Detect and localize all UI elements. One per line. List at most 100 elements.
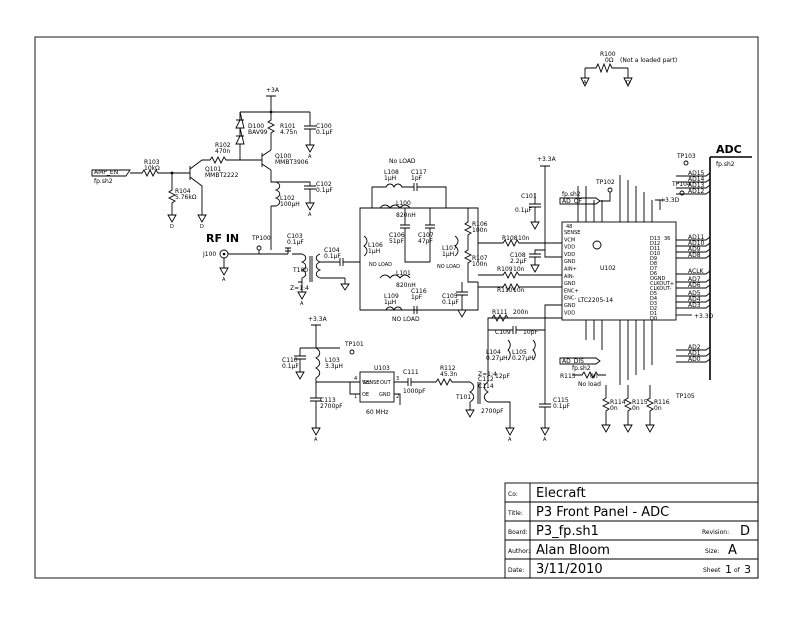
svg-text:L106: L106 bbox=[368, 242, 383, 249]
svg-text:BAV99: BAV99 bbox=[248, 129, 268, 136]
pull-resistor bbox=[645, 385, 655, 433]
svg-text:No load: No load bbox=[578, 381, 601, 388]
svg-text:0.1µF: 0.1µF bbox=[442, 299, 459, 306]
svg-text:Z=1:4: Z=1:4 bbox=[290, 285, 309, 292]
svg-text:+3.3D: +3.3D bbox=[660, 197, 680, 204]
svg-text:2700pF: 2700pF bbox=[481, 408, 504, 415]
pull-resistor bbox=[623, 385, 633, 433]
u102-ref: U102 bbox=[600, 265, 616, 272]
r100-ref: R100 bbox=[600, 51, 616, 58]
svg-text:0n: 0n bbox=[590, 373, 598, 380]
tb-board: P3_fp.sh1 bbox=[536, 524, 599, 539]
svg-text:A: A bbox=[543, 437, 547, 443]
adc-bus-line bbox=[676, 236, 711, 241]
svg-text:NO LOAD: NO LOAD bbox=[392, 316, 420, 323]
svg-text:C115: C115 bbox=[553, 397, 569, 404]
amp-en-port-flag bbox=[91, 169, 131, 177]
svg-text:1µH: 1µH bbox=[384, 175, 396, 182]
adc-bus-signal-label: AD8 bbox=[688, 252, 701, 259]
pull-resistor-ref: R114 bbox=[610, 399, 626, 406]
adc-bus-signal-label: AD11 bbox=[688, 234, 705, 241]
svg-text:5.76kΩ: 5.76kΩ bbox=[175, 194, 197, 201]
svg-text:OE: OE bbox=[362, 392, 369, 398]
u102-inner-pin-label: D3 bbox=[650, 301, 657, 307]
tb-date: 3/11/2010 bbox=[536, 562, 603, 577]
u102-left-pin-label: ENC- bbox=[564, 296, 576, 302]
svg-text:Vcc: Vcc bbox=[362, 380, 371, 386]
svg-text:C102: C102 bbox=[316, 181, 332, 188]
net-3a: +3A bbox=[266, 87, 280, 94]
tb-revision: D bbox=[740, 524, 750, 539]
svg-text:D: D bbox=[626, 80, 630, 86]
u102-body bbox=[561, 221, 677, 321]
svg-text:100n: 100n bbox=[472, 227, 487, 234]
svg-text:C108: C108 bbox=[510, 252, 526, 259]
sheet-border bbox=[34, 36, 759, 579]
svg-text:R108: R108 bbox=[502, 235, 518, 242]
svg-text:T100: T100 bbox=[292, 267, 308, 274]
svg-text:1µH: 1µH bbox=[384, 299, 396, 306]
adc-bus-signal-label: AD15 bbox=[688, 170, 705, 177]
svg-text:L104: L104 bbox=[486, 349, 501, 356]
svg-text:C116: C116 bbox=[411, 288, 427, 295]
svg-text:SENSE: SENSE bbox=[363, 380, 379, 386]
u102-inner-pin-label: D5 bbox=[650, 291, 657, 297]
svg-text:10kΩ: 10kΩ bbox=[144, 165, 160, 172]
adc-bus-signal-label: AD10 bbox=[688, 240, 705, 247]
u102-left-pin-label: GND bbox=[564, 303, 576, 309]
svg-text:L100: L100 bbox=[396, 200, 411, 207]
svg-text:TP105: TP105 bbox=[675, 393, 695, 400]
u102-left-pin-label: SENSE bbox=[564, 230, 580, 236]
adc-bus-signal-label: ACLK bbox=[688, 268, 705, 275]
svg-text:fp.sh2: fp.sh2 bbox=[562, 191, 581, 198]
pull-resistor-value: 0n bbox=[610, 405, 618, 412]
svg-text:36: 36 bbox=[664, 236, 670, 242]
adc-bus-line bbox=[676, 292, 711, 297]
adc-bus-signal-label: AD1 bbox=[688, 350, 701, 357]
u102-inner-pin-label: D1 bbox=[650, 311, 657, 317]
svg-text:45.3n: 45.3n bbox=[440, 371, 457, 378]
svg-text:A: A bbox=[583, 80, 587, 86]
svg-text:C100: C100 bbox=[316, 123, 332, 130]
svg-text:TP101: TP101 bbox=[344, 341, 364, 348]
pull-resistor-value: 0n bbox=[632, 405, 640, 412]
adc-bus-signal-label: AD7 bbox=[688, 276, 701, 283]
svg-text:48: 48 bbox=[566, 224, 572, 230]
svg-text:C103: C103 bbox=[287, 233, 303, 240]
u102-inner-pin-label: D9 bbox=[650, 256, 657, 262]
svg-text:1pF: 1pF bbox=[411, 294, 423, 301]
pull-resistor-ref: R116 bbox=[654, 399, 670, 406]
amp-enable-stage: AMP_EN fp.sh2 R103 10kΩ R104 5.76kΩ D Q1… bbox=[91, 87, 333, 250]
svg-text:1000pF: 1000pF bbox=[403, 388, 426, 395]
svg-text:R109: R109 bbox=[497, 266, 513, 273]
svg-text:R102: R102 bbox=[215, 142, 231, 149]
adc-supply: +3.3A C101 0.1µF C108 2.2µF bbox=[510, 156, 562, 273]
u102-left-pin-label: VDD bbox=[564, 252, 575, 258]
tb-title-key: Title: bbox=[507, 510, 523, 517]
r100-value: 0Ω bbox=[605, 57, 614, 64]
tb-company: Elecraft bbox=[536, 486, 586, 501]
adc-bus-sheet: fp.sh2 bbox=[716, 161, 735, 168]
svg-text:10n: 10n bbox=[513, 266, 525, 273]
svg-text:C101: C101 bbox=[521, 193, 537, 200]
svg-text:AD_OF: AD_OF bbox=[562, 198, 582, 205]
svg-text:OUT: OUT bbox=[380, 380, 392, 386]
svg-text:No LOAD: No LOAD bbox=[389, 158, 416, 165]
clock-section: +3.3A C110 0.1µF L103 3.3µH TP101 U103 S… bbox=[282, 304, 570, 443]
u102-inner-pin-label: D8 bbox=[650, 261, 657, 267]
u102-inner-pin-label: D12 bbox=[650, 241, 660, 247]
adc-bus-signal-label: AD5 bbox=[688, 290, 701, 297]
svg-text:NO LOAD: NO LOAD bbox=[437, 264, 460, 270]
svg-text:C117: C117 bbox=[411, 169, 427, 176]
u102-inner-pins: D13D12D11D10D9D8D7D6OGNDCLKOUT+CLKOUT-D5… bbox=[650, 236, 674, 322]
svg-text:1pF: 1pF bbox=[411, 175, 423, 182]
adc-bus-line bbox=[676, 278, 711, 283]
svg-text:C106: C106 bbox=[389, 232, 405, 239]
adc-bus-line bbox=[676, 254, 711, 259]
adc-bus-signal-label: AD13 bbox=[688, 182, 705, 189]
tb-title: P3 Front Panel - ADC bbox=[536, 505, 669, 520]
svg-text:0.1µF: 0.1µF bbox=[553, 403, 570, 410]
svg-text:MMBT2222: MMBT2222 bbox=[205, 172, 239, 179]
u103-body bbox=[359, 371, 395, 403]
tb-sheet-key: Sheet bbox=[703, 567, 721, 574]
